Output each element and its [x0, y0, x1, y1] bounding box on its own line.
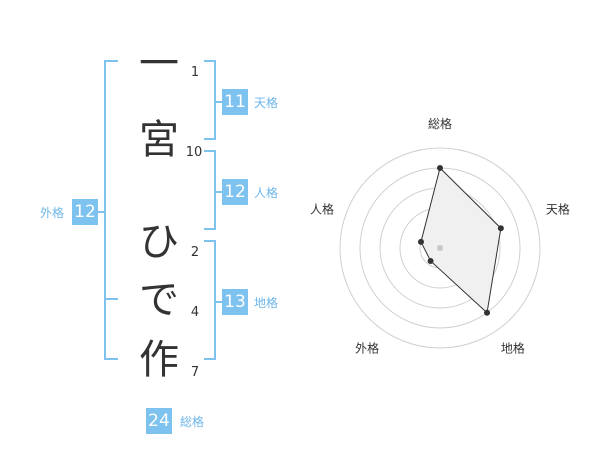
- tenkaku-value-badge: 11: [222, 89, 248, 115]
- name-char-1: 一: [139, 41, 179, 87]
- chikaku-label: 地格: [254, 296, 279, 310]
- radar-center-dot: [437, 245, 443, 251]
- tenkaku-bracket-top: [204, 60, 216, 62]
- radar-area: [420, 167, 502, 314]
- soukaku-label: 総格: [180, 415, 205, 429]
- tenkaku-bracket-bottom: [204, 138, 216, 140]
- tenkaku-connector: [214, 101, 222, 103]
- gaikaku-label: 外格: [40, 206, 65, 220]
- jinkaku-bracket: [214, 150, 216, 230]
- chikaku-bracket-top: [204, 240, 216, 242]
- gaikaku-bracket-top: [104, 60, 118, 62]
- jinkaku-bracket-top: [204, 150, 216, 152]
- name-char-4: で: [139, 277, 179, 323]
- stroke-count-2: 10: [185, 145, 203, 160]
- chikaku-bracket-bottom: [204, 358, 216, 360]
- radar-axis-label-1: 総格: [428, 116, 452, 131]
- jinkaku-label: 人格: [254, 186, 279, 200]
- name-char-3: ひ: [139, 219, 179, 265]
- radar-point-3: [484, 309, 491, 316]
- gaikaku-value-badge: 12: [72, 199, 98, 225]
- name-char-2: 宮: [139, 117, 179, 163]
- jinkaku-connector: [214, 191, 222, 193]
- tenkaku-label: 天格: [254, 96, 279, 110]
- radar-axis-label-5: 人格: [310, 202, 334, 217]
- jinkaku-bracket-bottom: [204, 228, 216, 230]
- chikaku-connector: [214, 301, 222, 303]
- stroke-count-1: 1: [190, 65, 200, 80]
- radar-point-2: [497, 225, 504, 232]
- gaikaku-bracket-bottom: [104, 358, 118, 360]
- radar-point-1: [437, 165, 443, 171]
- name-char-5: 作: [139, 337, 179, 383]
- radar-point-5: [417, 238, 424, 245]
- radar-axis-label-4: 外格: [355, 340, 379, 355]
- radar-points: [417, 165, 504, 316]
- tenkaku-bracket: [214, 60, 216, 140]
- stroke-count-4: 4: [190, 305, 200, 320]
- radar-point-4: [427, 257, 434, 264]
- radar-axis-label-3: 地格: [501, 340, 525, 355]
- gaikaku-connector: [98, 211, 106, 213]
- stroke-count-5: 7: [190, 365, 200, 380]
- radar-axis-label-2: 天格: [546, 202, 570, 217]
- gaikaku-bracket: [104, 60, 106, 360]
- chikaku-value-badge: 13: [222, 289, 248, 315]
- soukaku-value-badge: 24: [146, 408, 172, 434]
- gaikaku-bracket-mid: [104, 298, 118, 300]
- jinkaku-value-badge: 12: [222, 179, 248, 205]
- stroke-count-3: 2: [190, 245, 200, 260]
- chikaku-bracket: [214, 240, 216, 360]
- radar-ring-5: [339, 147, 541, 349]
